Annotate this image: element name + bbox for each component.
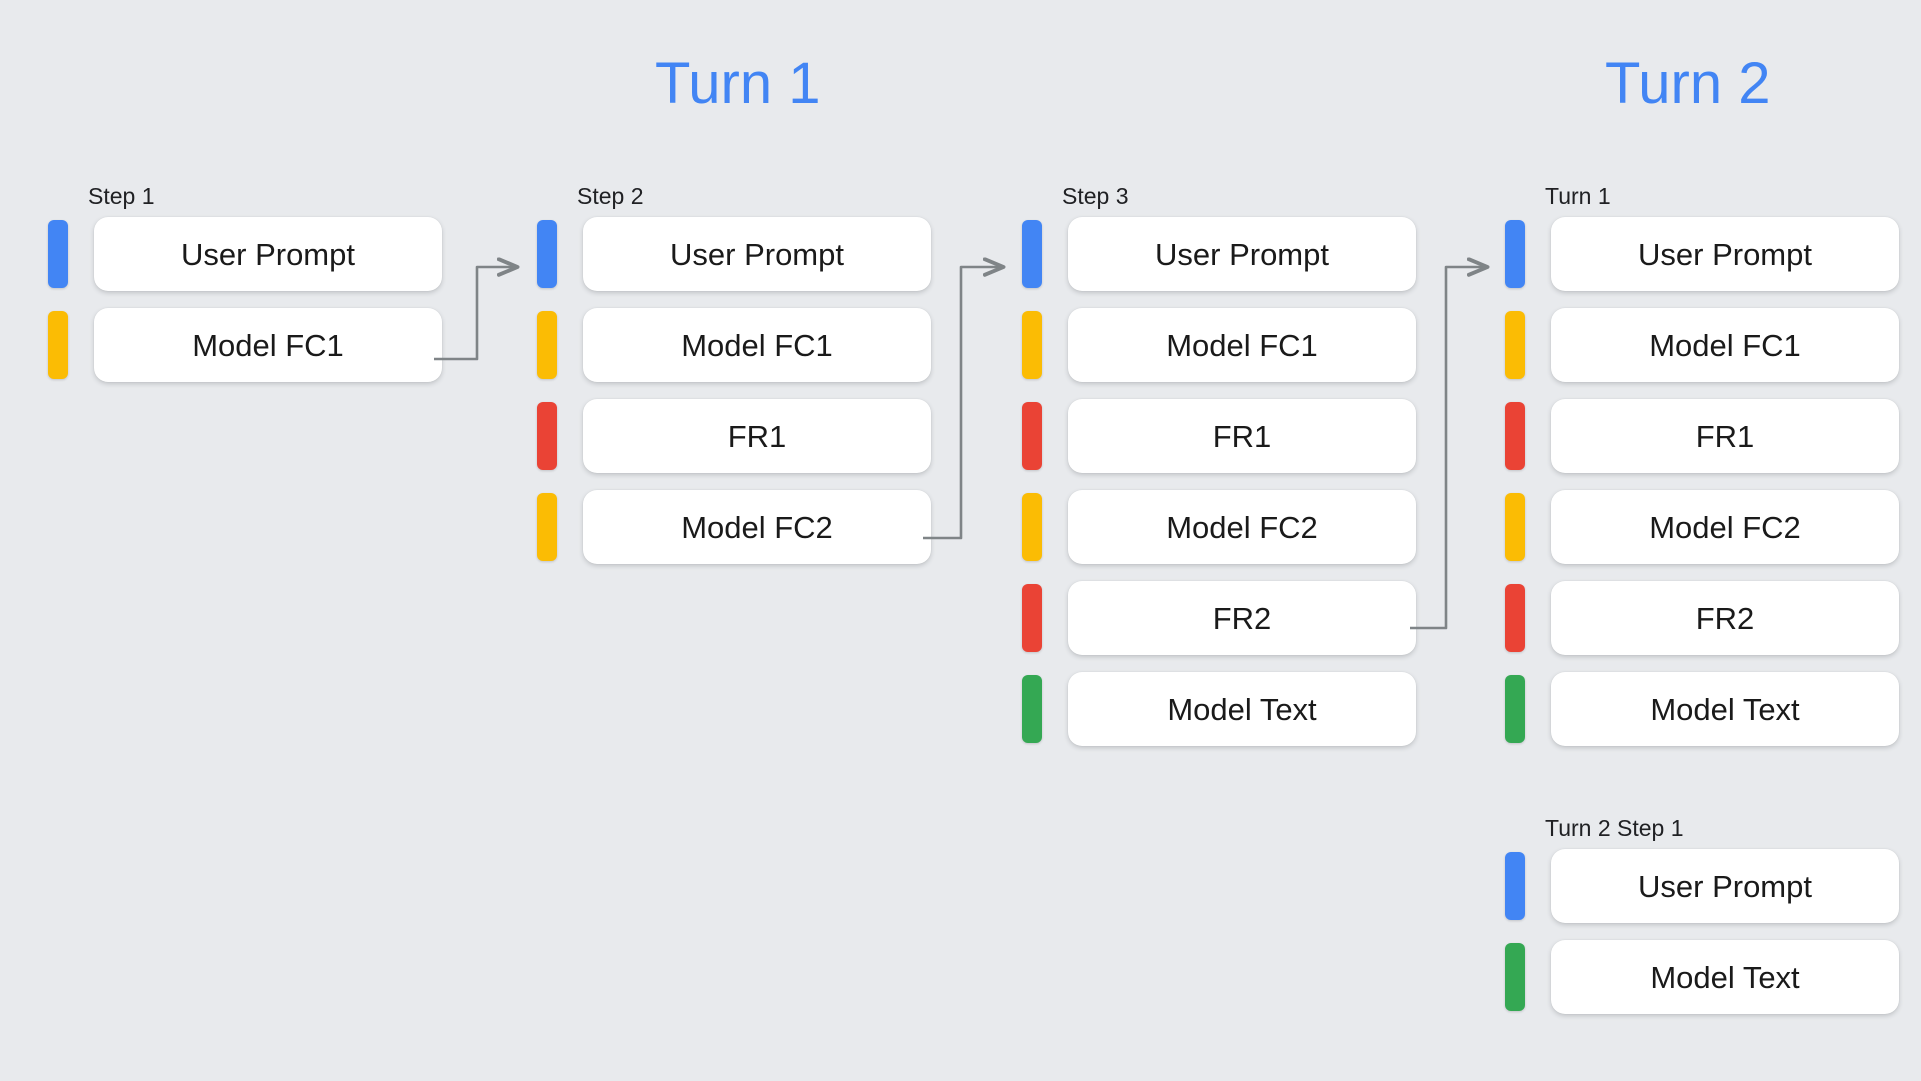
content-row[interactable]: Model Text xyxy=(1505,672,1899,746)
row-card-label: Model FC2 xyxy=(1649,509,1801,545)
row-color-bar-yellow xyxy=(1022,493,1042,561)
row-card-label: Model FC1 xyxy=(681,327,833,363)
row-card[interactable]: Model FC1 xyxy=(1068,308,1416,382)
row-card-label: Model Text xyxy=(1650,959,1800,995)
row-card-label: User Prompt xyxy=(1638,236,1812,272)
row-card-label: Model FC1 xyxy=(1649,327,1801,363)
row-color-bar-yellow xyxy=(537,493,557,561)
content-row[interactable]: FR1 xyxy=(1022,399,1416,473)
row-color-bar-red xyxy=(1505,584,1525,652)
row-color-bar-blue xyxy=(1505,852,1525,920)
row-card-label: Model FC1 xyxy=(192,327,344,363)
row-card-label: Model FC2 xyxy=(1166,509,1318,545)
row-card[interactable]: Model Text xyxy=(1551,940,1899,1014)
connector-step3-to-turn2 xyxy=(1410,267,1487,630)
content-row[interactable]: FR2 xyxy=(1505,581,1899,655)
row-card-label: FR2 xyxy=(1695,600,1755,636)
row-color-bar-green xyxy=(1022,675,1042,743)
row-card[interactable]: FR2 xyxy=(1068,581,1416,655)
row-card[interactable]: Model Text xyxy=(1551,672,1899,746)
row-card[interactable]: Model FC1 xyxy=(583,308,931,382)
content-row[interactable]: User Prompt xyxy=(1505,849,1899,923)
row-card[interactable]: User Prompt xyxy=(583,217,931,291)
row-color-bar-red xyxy=(1022,402,1042,470)
content-row[interactable]: User Prompt xyxy=(1022,217,1416,291)
group-label-step-1: Step 1 xyxy=(88,183,155,209)
row-card[interactable]: FR1 xyxy=(583,399,931,473)
group-label-turn2-step1: Turn 2 Step 1 xyxy=(1545,815,1684,841)
row-color-bar-green xyxy=(1505,943,1525,1011)
row-card[interactable]: User Prompt xyxy=(1068,217,1416,291)
row-color-bar-blue xyxy=(1505,220,1525,288)
group-label-step-2: Step 2 xyxy=(577,183,644,209)
row-card-label: FR1 xyxy=(1695,418,1755,454)
row-card-label: User Prompt xyxy=(1638,868,1812,904)
content-row[interactable]: FR1 xyxy=(1505,399,1899,473)
row-card[interactable]: FR2 xyxy=(1551,581,1899,655)
group-label-turn2-turn1: Turn 1 xyxy=(1545,183,1611,209)
content-row[interactable]: Model Text xyxy=(1022,672,1416,746)
row-card-label: User Prompt xyxy=(670,236,844,272)
connector-step1-to-step2 xyxy=(434,267,517,361)
row-color-bar-yellow xyxy=(1505,311,1525,379)
row-card[interactable]: FR1 xyxy=(1068,399,1416,473)
content-row[interactable]: Model FC1 xyxy=(1022,308,1416,382)
row-card-label: FR1 xyxy=(1212,418,1272,454)
row-color-bar-blue xyxy=(1022,220,1042,288)
content-row[interactable]: Model FC1 xyxy=(48,308,442,382)
row-color-bar-green xyxy=(1505,675,1525,743)
content-row[interactable]: User Prompt xyxy=(1505,217,1899,291)
content-row[interactable]: FR2 xyxy=(1022,581,1416,655)
row-color-bar-red xyxy=(1022,584,1042,652)
row-card-label: User Prompt xyxy=(181,236,355,272)
row-card-label: Model FC2 xyxy=(681,509,833,545)
row-card[interactable]: Model FC2 xyxy=(1551,490,1899,564)
content-row[interactable]: FR1 xyxy=(537,399,931,473)
content-row[interactable]: Model FC2 xyxy=(1505,490,1899,564)
row-card-label: User Prompt xyxy=(1155,236,1329,272)
row-card[interactable]: User Prompt xyxy=(1551,849,1899,923)
row-color-bar-red xyxy=(537,402,557,470)
row-card-label: Model FC1 xyxy=(1166,327,1318,363)
content-row[interactable]: Model FC2 xyxy=(537,490,931,564)
row-card[interactable]: FR1 xyxy=(1551,399,1899,473)
row-card[interactable]: Model FC1 xyxy=(1551,308,1899,382)
row-color-bar-yellow xyxy=(537,311,557,379)
content-row[interactable]: Model Text xyxy=(1505,940,1899,1014)
turn-2-title: Turn 2 xyxy=(1605,51,1771,116)
row-color-bar-blue xyxy=(537,220,557,288)
row-card[interactable]: Model FC1 xyxy=(94,308,442,382)
row-card-label: FR2 xyxy=(1212,600,1272,636)
row-color-bar-red xyxy=(1505,402,1525,470)
row-card-label: Model Text xyxy=(1650,691,1800,727)
row-color-bar-yellow xyxy=(48,311,68,379)
turn-1-title: Turn 1 xyxy=(655,51,821,116)
content-row[interactable]: Model FC1 xyxy=(1505,308,1899,382)
row-card[interactable]: Model FC2 xyxy=(583,490,931,564)
group-label-step-3: Step 3 xyxy=(1062,183,1129,209)
content-row[interactable]: Model FC2 xyxy=(1022,490,1416,564)
row-card-label: Model Text xyxy=(1167,691,1317,727)
row-card[interactable]: User Prompt xyxy=(94,217,442,291)
row-color-bar-blue xyxy=(48,220,68,288)
connector-step2-to-step3 xyxy=(923,267,1003,540)
row-card[interactable]: Model Text xyxy=(1068,672,1416,746)
content-row[interactable]: User Prompt xyxy=(537,217,931,291)
row-color-bar-yellow xyxy=(1505,493,1525,561)
row-card[interactable]: User Prompt xyxy=(1551,217,1899,291)
content-row[interactable]: User Prompt xyxy=(48,217,442,291)
row-color-bar-yellow xyxy=(1022,311,1042,379)
row-card-label: FR1 xyxy=(727,418,787,454)
content-row[interactable]: Model FC1 xyxy=(537,308,931,382)
row-card[interactable]: Model FC2 xyxy=(1068,490,1416,564)
